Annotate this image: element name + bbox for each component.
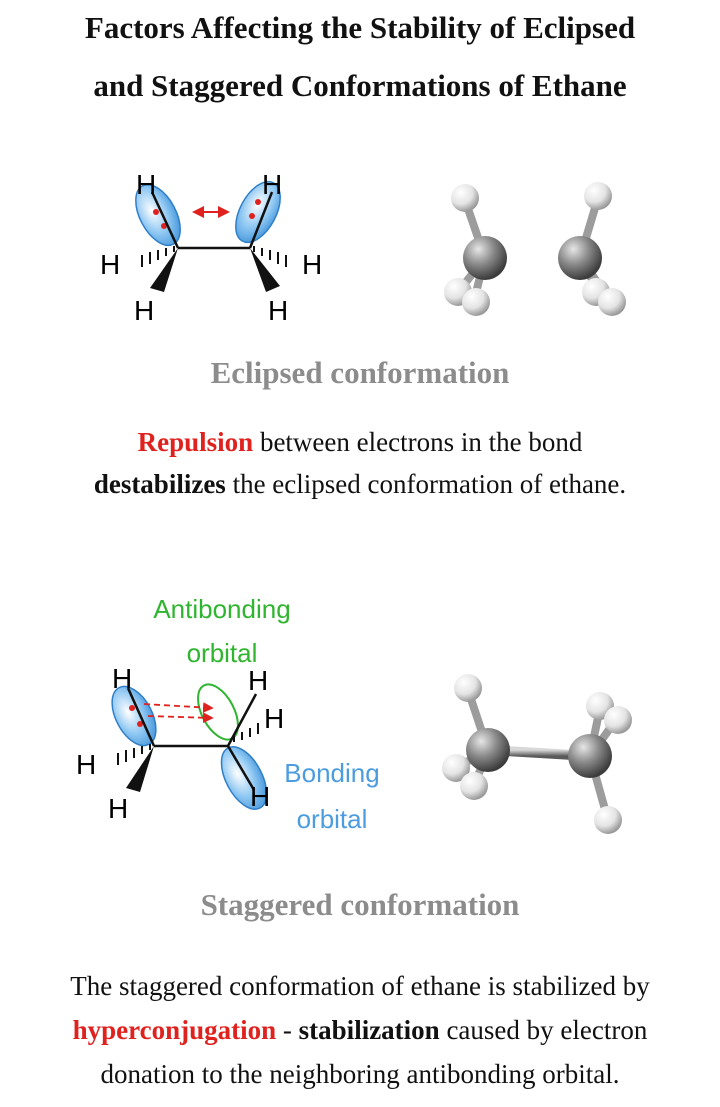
electron-dot [249, 213, 255, 219]
atom-label-h: H [136, 169, 156, 200]
staggered-text-line-3: donation to the neighboring antibonding … [100, 1059, 620, 1089]
eclipsed-text-line-2: the eclipsed conformation of ethane. [225, 469, 627, 499]
carbon-atom [568, 734, 612, 778]
eclipsed-ball-stick-model [444, 182, 626, 316]
electron-dot [255, 199, 261, 205]
antibonding-label: orbital [187, 638, 258, 668]
hyperconjugation-term: hyperconjugation [72, 1015, 277, 1045]
atom-label-h: H [76, 749, 96, 780]
destabilizes-term: destabilizes [93, 469, 226, 499]
eclipsed-description: Repulsion between electrons in the bond … [0, 421, 720, 505]
carbon-atom [558, 236, 602, 280]
antibonding-orbital-lobe [197, 683, 239, 741]
staggered-caption: Staggered conformation [200, 887, 520, 922]
staggered-structure-diagram: Antibonding orbital Bonding orbital H H … [76, 594, 380, 834]
donation-arrow [143, 702, 214, 713]
carbon-atom [466, 728, 510, 772]
bonding-label: orbital [297, 804, 368, 834]
separator-text: - [276, 1015, 299, 1045]
staggered-description: The staggered conformation of ethane is … [0, 964, 720, 1096]
atom-label-h: H [248, 665, 268, 696]
atom-label-h: H [108, 793, 128, 824]
staggered-ball-stick-model [442, 674, 632, 834]
eclipsed-text-line-1: between electrons in the bond [253, 427, 583, 457]
carbon-atom [463, 236, 507, 280]
atom-label-h: H [268, 295, 288, 326]
electron-dot [161, 223, 167, 229]
atom-label-h: H [134, 295, 154, 326]
staggered-text-line-1: The staggered conformation of ethane is … [70, 971, 650, 1001]
antibonding-label: Antibonding [153, 594, 290, 624]
donation-arrow [147, 712, 214, 724]
eclipsed-structure-diagram: H H H H H H [100, 169, 322, 326]
repulsion-term: Repulsion [137, 427, 254, 457]
eclipsed-caption: Eclipsed conformation [210, 355, 510, 390]
atom-label-h: H [100, 249, 120, 280]
atom-label-h: H [250, 781, 270, 812]
stabilization-term: stabilization [298, 1015, 440, 1045]
bonding-label: Bonding [284, 758, 379, 788]
electron-dot [153, 209, 159, 215]
atom-label-h: H [112, 663, 132, 694]
atom-label-h: H [264, 703, 284, 734]
staggered-text-line-2: caused by electron [439, 1015, 648, 1045]
atom-label-h: H [262, 169, 282, 200]
page-title-line-1: Factors Affecting the Stability of Eclip… [84, 10, 636, 45]
page-title-line-2: and Staggered Conformations of Ethane [93, 68, 627, 103]
atom-label-h: H [302, 249, 322, 280]
